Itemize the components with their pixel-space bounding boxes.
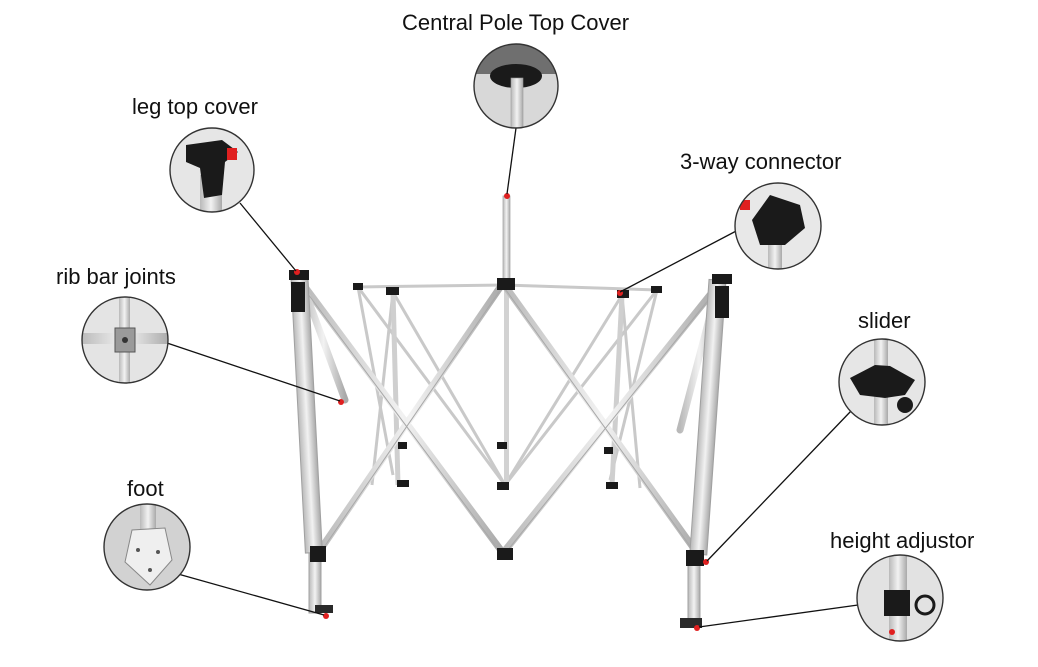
label-central-pole-top-cover: Central Pole Top Cover <box>402 10 630 35</box>
detail-circle-3-way-connector <box>734 182 822 270</box>
detail-circle-slider <box>838 338 926 426</box>
detail-circle-central-pole-top-cover <box>473 43 559 129</box>
detail-circle-height-adjustor <box>856 554 944 642</box>
label-foot: foot <box>127 476 164 501</box>
central-pole-marker <box>504 193 510 199</box>
detail-circle-rib-bar-joints <box>81 296 169 384</box>
label-height-adjustor: height adjustor <box>830 528 975 553</box>
frame-connectors <box>353 278 662 560</box>
central-pole <box>502 193 511 485</box>
label-3-way-connector: 3-way connector <box>680 149 842 174</box>
back-legs <box>390 291 625 486</box>
detail-circle-leg-top-cover <box>169 127 255 213</box>
detail-circle-foot <box>103 503 191 591</box>
label-leg-top-cover: leg top cover <box>132 94 258 119</box>
leader-lines <box>166 127 859 628</box>
red-markers <box>294 269 709 631</box>
label-slider: slider <box>858 308 911 333</box>
front-left-leg <box>289 270 333 614</box>
front-scissor-bars <box>298 279 722 561</box>
front-right-leg <box>680 274 732 628</box>
label-rib-bar-joints: rib bar joints <box>56 264 176 289</box>
